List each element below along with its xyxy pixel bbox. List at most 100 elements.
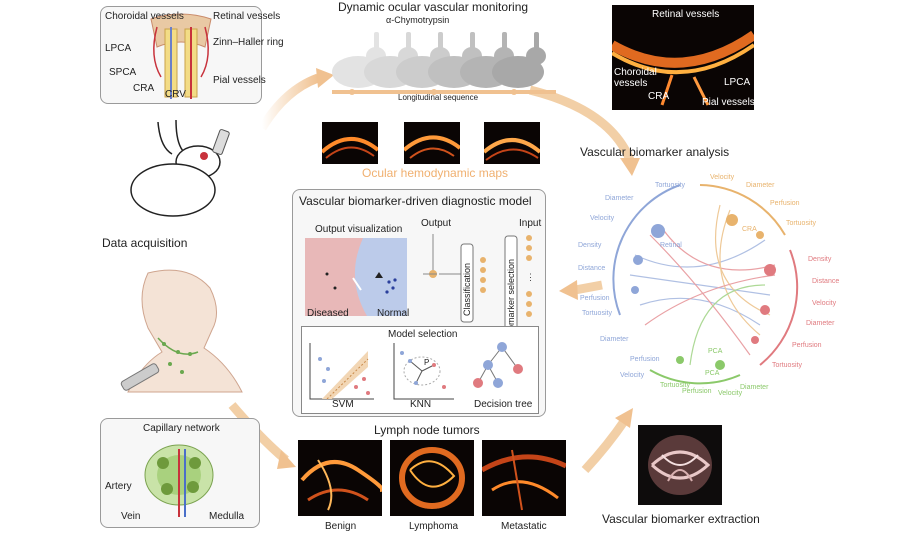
- biomarker-selection-label: Biomarker selection: [506, 259, 516, 326]
- rabbit-silhouette-6: [492, 32, 546, 88]
- node-blue-3: [631, 286, 639, 294]
- input-ellipsis: ⋮: [526, 272, 535, 282]
- eye-anatomy-panel: Choroidal vessels Retinal vessels LPCA Z…: [100, 6, 284, 104]
- arrow-acquisition-to-monitoring: [258, 73, 320, 131]
- blue-label-2: Perfusion: [580, 295, 610, 302]
- vascular-biomarker-analysis-label: Vascular biomarker analysis: [580, 145, 730, 159]
- hemodynamic-map-1: [322, 122, 378, 164]
- orange-arc: [699, 184, 786, 236]
- green-label-1: Tortuosity: [660, 382, 690, 389]
- capillary-network-label: Capillary network: [143, 423, 220, 434]
- input-label: Input: [519, 218, 542, 229]
- vascular-extraction-image: [638, 425, 722, 505]
- hemodynamic-maps-label: Ocular hemodynamic maps: [362, 166, 509, 180]
- arrow-monitoring-to-analysis: [528, 85, 635, 162]
- green-label-2: Perfusion: [682, 388, 712, 395]
- cra-label: CRA: [133, 83, 155, 94]
- green-label-3: PCA: [705, 370, 720, 377]
- spca-label: SPCA: [109, 67, 137, 78]
- model-selection-label: Model selection: [388, 329, 458, 340]
- rabbit-sequence: [332, 32, 556, 95]
- orange-label-1: Velocity: [710, 174, 735, 181]
- blue-label-10: Velocity: [620, 372, 645, 379]
- orange-label-3: Perfusion: [770, 200, 800, 207]
- classification-map: [305, 238, 407, 316]
- blue-label-4: Velocity: [590, 215, 615, 222]
- choroidal-vessels-label: Choroidal vessels: [105, 11, 184, 22]
- benign-label: Benign: [325, 521, 357, 532]
- blue-label-8: Perfusion: [630, 356, 660, 363]
- blue-arc: [612, 184, 681, 316]
- orange-label-2: Diameter: [746, 182, 775, 189]
- orange-label-4: Tortuosity: [786, 220, 816, 227]
- classification-label: Classification: [462, 263, 472, 316]
- output-visualization-label: Output visualization: [315, 224, 403, 235]
- zinn-haller-label: Zinn–Haller ring: [213, 37, 284, 48]
- human-neck-illustration: [120, 269, 243, 393]
- red-label-2: Distance: [812, 278, 839, 285]
- knn-plot: P: [393, 343, 454, 400]
- retinal-vessels-label: Retinal vessels: [213, 11, 281, 22]
- metastatic-image: [482, 440, 566, 516]
- decision-tree-plot: [473, 342, 523, 388]
- green-label-5: Diameter: [740, 384, 769, 391]
- arrow-analysis-to-model: [574, 280, 603, 295]
- red-label-4: Diameter: [806, 320, 835, 327]
- ocular-retinal-vessels-label: Retinal vessels: [652, 9, 720, 20]
- node-red-3: [751, 336, 759, 344]
- data-acquisition-label: Data acquisition: [102, 236, 188, 250]
- blue-label-5: Distance: [578, 265, 605, 272]
- vein-label: Vein: [121, 511, 141, 522]
- ocular-pial-vessels-label: Pial vessels: [702, 97, 754, 108]
- red-label-6: Tortuosity: [772, 362, 802, 369]
- node-orange-1: [726, 214, 738, 226]
- blue-label-6: Density: [578, 242, 602, 249]
- ocular-vessel-image: Retinal vessels Choroidal vessels CRA LP…: [612, 5, 754, 110]
- green-label-4: Velocity: [718, 390, 743, 397]
- node-green-1: [676, 356, 684, 364]
- eye-anatomy-illustration: [150, 13, 212, 99]
- hemodynamic-map-2: [404, 122, 460, 164]
- model-title: Vascular biomarker-driven diagnostic mod…: [299, 194, 532, 208]
- monitoring-title: Dynamic ocular vascular monitoring: [338, 0, 529, 14]
- network-diagram: ⋮ Classification Biomarker selection: [423, 234, 535, 326]
- blue-label-3: Diameter: [605, 195, 634, 202]
- svm-label: SVM: [332, 399, 354, 410]
- lymph-node-illustration: [144, 444, 214, 517]
- lymph-node-tumors-title: Lymph node tumors: [374, 423, 480, 437]
- red-label-5: Perfusion: [792, 342, 822, 349]
- lymphoma-image: [390, 440, 474, 516]
- red-label-1: Density: [808, 256, 832, 263]
- medulla-label: Medulla: [209, 511, 245, 522]
- rabbit-illustration: [130, 119, 230, 217]
- node-red-1: [764, 264, 776, 276]
- crv-label: CRV: [165, 89, 186, 100]
- ocular-cra-label: CRA: [648, 91, 670, 102]
- node-blue-1: [651, 224, 665, 238]
- blue-label-7: Tortuosity: [655, 182, 685, 189]
- hemodynamic-map-3: [484, 122, 540, 164]
- side-label-pca: PCA: [708, 348, 723, 355]
- diagnostic-model-panel: Vascular biomarker-driven diagnostic mod…: [292, 189, 546, 417]
- node-red-2: [760, 305, 770, 315]
- node-orange-2: [756, 231, 764, 239]
- ocular-choroidal-vessels-label: Choroidal vessels: [614, 67, 657, 89]
- benign-image: [298, 440, 382, 516]
- node-green-2: [715, 360, 725, 370]
- side-label-cra: CRA: [742, 226, 757, 233]
- blue-label-1: Tortuosity: [582, 310, 612, 317]
- model-selection-box: Model selection SVM P KNN Decision tree: [301, 326, 539, 414]
- arrow-lymph-to-extraction: [581, 417, 629, 474]
- node-blue-2: [633, 255, 643, 265]
- green-arc: [649, 369, 741, 385]
- decision-tree-label: Decision tree: [474, 399, 533, 410]
- chord-links: [629, 204, 776, 366]
- svm-plot: [309, 343, 374, 400]
- output-label: Output: [421, 218, 452, 229]
- ocular-lpca-label: LPCA: [724, 77, 751, 88]
- longitudinal-sequence-label: Longitudinal sequence: [398, 93, 479, 102]
- red-arc: [759, 249, 799, 366]
- lymph-node-anatomy-panel: Capillary network Artery Vein Medulla: [100, 418, 260, 528]
- drug-label: α-Chymotrypsin: [386, 15, 450, 25]
